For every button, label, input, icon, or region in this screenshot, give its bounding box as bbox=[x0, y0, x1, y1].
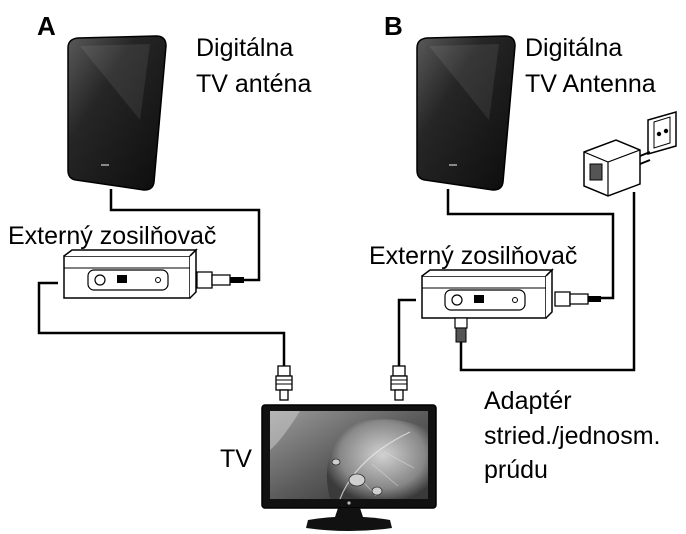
cable-antenna-to-amp-b bbox=[446, 189, 615, 300]
amplifier-a bbox=[63, 248, 244, 299]
amplifier-b bbox=[421, 268, 601, 343]
antenna-b bbox=[416, 35, 516, 191]
cable-adapter-to-amp-b bbox=[459, 192, 636, 372]
antenna-b-label-line2: TV Antenna bbox=[525, 70, 656, 98]
amplifier-a-label: Externý zosilňovač bbox=[8, 222, 216, 250]
antenna-a bbox=[67, 35, 167, 191]
setup-a-letter: A bbox=[37, 11, 56, 41]
tv-label: TV bbox=[220, 445, 252, 473]
cable-amp-b-to-tv bbox=[397, 298, 416, 366]
plug-b bbox=[390, 365, 408, 401]
amplifier-b-label: Externý zosilňovač bbox=[369, 242, 577, 270]
cable-amp-a-to-tv bbox=[37, 281, 286, 366]
adapter-label-line1: Adaptér bbox=[484, 387, 572, 415]
antenna-a-label-line2: TV anténa bbox=[196, 70, 311, 98]
wall-socket bbox=[647, 111, 677, 155]
television bbox=[261, 404, 437, 531]
antenna-b-label-line1: Digitálna bbox=[525, 34, 622, 62]
setup-b-letter: B bbox=[384, 11, 403, 41]
power-adapter bbox=[583, 139, 651, 197]
plug-a bbox=[275, 365, 293, 401]
adapter-label-line2: stried./jednosm. bbox=[484, 422, 660, 450]
cable-antenna-to-amp-a bbox=[109, 189, 261, 282]
antenna-a-label-line1: Digitálna bbox=[196, 34, 293, 62]
adapter-label-line3: prúdu bbox=[484, 456, 548, 484]
